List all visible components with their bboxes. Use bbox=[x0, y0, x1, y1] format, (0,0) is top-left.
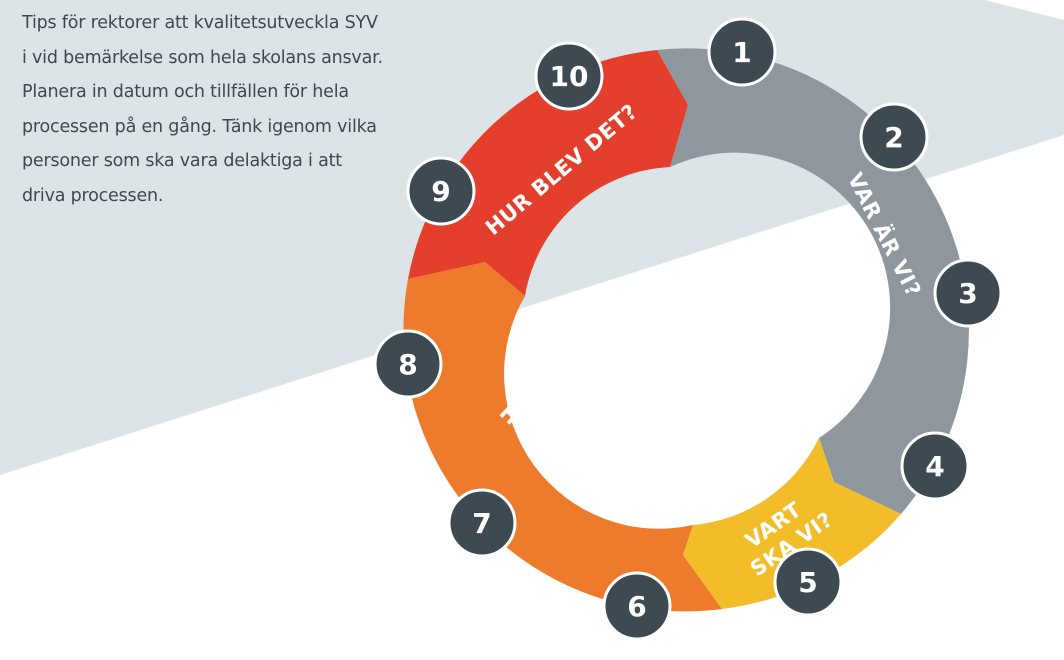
step-number: 6 bbox=[627, 590, 646, 623]
segment-hur-gor-vi bbox=[403, 262, 722, 612]
intro-line: driva processen. bbox=[22, 185, 164, 206]
step-markers: 1 2 3 4 5 6 7 8 9 10 bbox=[373, 17, 1003, 641]
step-marker: 5 bbox=[773, 547, 843, 617]
step-marker: 8 bbox=[373, 329, 443, 399]
step-number: 1 bbox=[732, 36, 751, 69]
step-number: 10 bbox=[550, 60, 589, 93]
step-number: 7 bbox=[472, 507, 491, 540]
step-marker: 7 bbox=[447, 488, 517, 558]
step-marker: 9 bbox=[406, 156, 476, 226]
intro-line: Planera in datum och tillfällen för hela bbox=[22, 82, 349, 102]
step-number: 3 bbox=[958, 277, 977, 310]
step-marker: 10 bbox=[534, 41, 604, 111]
step-number: 5 bbox=[798, 566, 817, 599]
step-number: 8 bbox=[398, 348, 417, 381]
intro-line: personer som ska vara delaktiga i att bbox=[22, 151, 342, 171]
intro-line: i vid bemärkelse som hela skolans ansvar… bbox=[22, 47, 383, 68]
segment-hur-blev-det bbox=[408, 50, 688, 296]
segment-vart-ska-vi bbox=[683, 438, 901, 609]
intro-line: Tips för rektorer att kvalitetsutveckla … bbox=[22, 13, 378, 33]
step-number: 2 bbox=[884, 121, 903, 154]
step-marker: 4 bbox=[900, 431, 970, 501]
step-marker: 6 bbox=[602, 571, 672, 641]
step-marker: 1 bbox=[707, 17, 777, 87]
intro-text: Tips för rektorer att kvalitetsutveckla … bbox=[22, 6, 442, 213]
intro-line: processen på en gång. Tänk igenom vilka bbox=[22, 116, 377, 137]
step-number: 4 bbox=[925, 450, 944, 483]
step-number: 9 bbox=[431, 175, 450, 208]
step-marker: 3 bbox=[933, 258, 1003, 328]
step-marker: 2 bbox=[859, 102, 929, 172]
